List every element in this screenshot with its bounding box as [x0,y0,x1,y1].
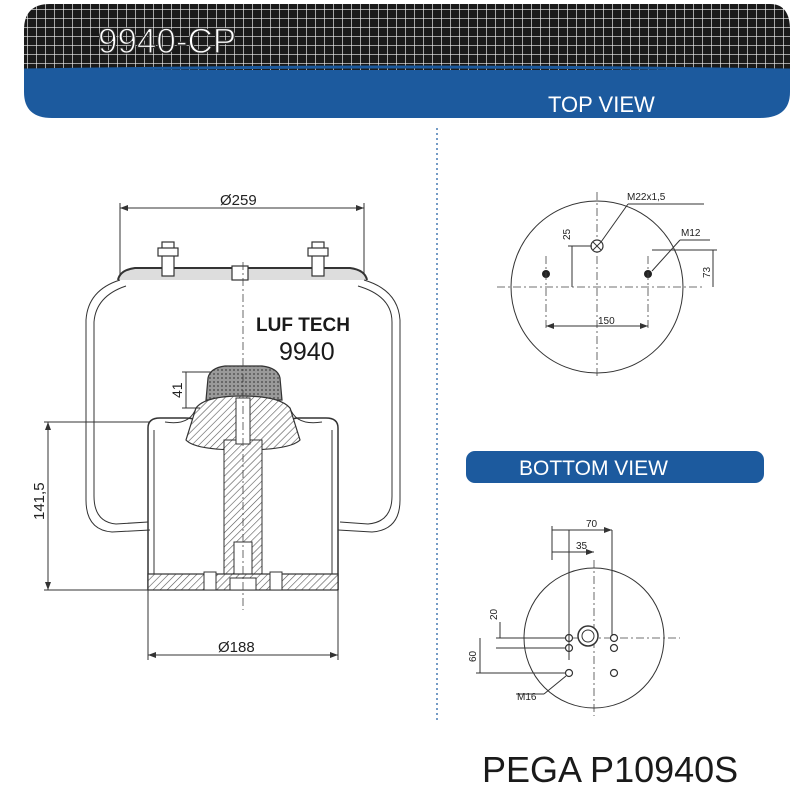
part-number-label: PEGA P10940S [482,749,738,790]
bottom-height-label: 60 [468,650,479,662]
brand-logo: LUF TECH [256,315,350,336]
bottom-view-drawing [476,526,680,716]
header-banner [23,4,791,118]
bottom-view-label: BOTTOM VIEW [519,457,668,480]
bottom-thread-label: M16 [517,692,537,703]
top-view-label: TOP VIEW [548,92,655,117]
bottom-outer-label: 70 [586,519,598,530]
top-offset-label: 25 [562,228,573,240]
bottom-view-banner [466,451,764,483]
thread-side-label: M12 [681,228,701,239]
top-view-drawing [497,192,717,378]
product-title: 9940-CP [98,22,236,61]
top-vertical-label: 73 [702,266,713,278]
height-label: 141,5 [31,482,48,520]
thread-center-label: M22x1,5 [627,192,666,203]
bottom-inner-label: 35 [576,541,588,552]
top-diameter-label: Ø259 [220,192,257,209]
bottom-small-label: 20 [489,608,500,620]
piston-offset-label: 41 [169,382,185,398]
top-spacing-label: 150 [598,316,615,327]
bottom-diameter-label: Ø188 [218,639,255,656]
side-view-drawing [44,203,401,660]
model-number: 9940 [279,338,335,366]
